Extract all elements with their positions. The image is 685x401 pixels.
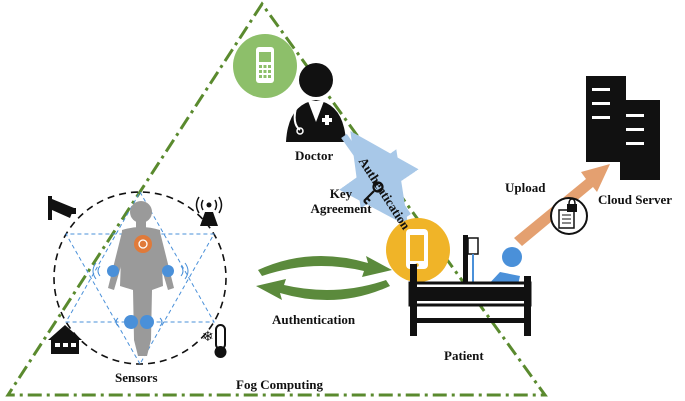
wireless-tower-icon — [195, 196, 223, 226]
cycle-arrows-icon — [256, 255, 392, 301]
authentication-label: Authentication — [272, 312, 356, 327]
home-icon — [48, 325, 82, 354]
key-agreement-label: Key Agreement — [300, 186, 382, 216]
thermometer-icon: ❄ — [202, 324, 227, 358]
sensor-network — [53, 190, 227, 366]
doctor-label: Doctor — [295, 148, 334, 163]
svg-text:❄: ❄ — [202, 330, 214, 345]
server-icon — [586, 76, 660, 180]
patient-label: Patient — [444, 348, 484, 363]
key-agreement-arrows — [339, 131, 419, 227]
lock-document-icon — [550, 197, 588, 235]
sensors-label: Sensors — [115, 370, 158, 385]
key-icon — [363, 181, 384, 205]
body-sensor-points — [107, 265, 174, 329]
doctor-icon — [286, 63, 346, 142]
heart-sensor — [134, 235, 152, 253]
sensor-signal-waves — [92, 262, 189, 327]
key-agreement-line1: Key — [329, 186, 353, 201]
upload-label: Upload — [505, 180, 546, 195]
patient-smartphone — [386, 218, 450, 282]
patient-bed-icon — [408, 235, 532, 336]
key-agreement-line2: Agreement — [310, 201, 372, 216]
cloud-server-label: Cloud Server — [598, 192, 673, 207]
doctor-smartphone — [233, 34, 297, 98]
cctv-camera-icon — [48, 196, 76, 220]
fog-computing-label: Fog Computing — [236, 377, 324, 392]
